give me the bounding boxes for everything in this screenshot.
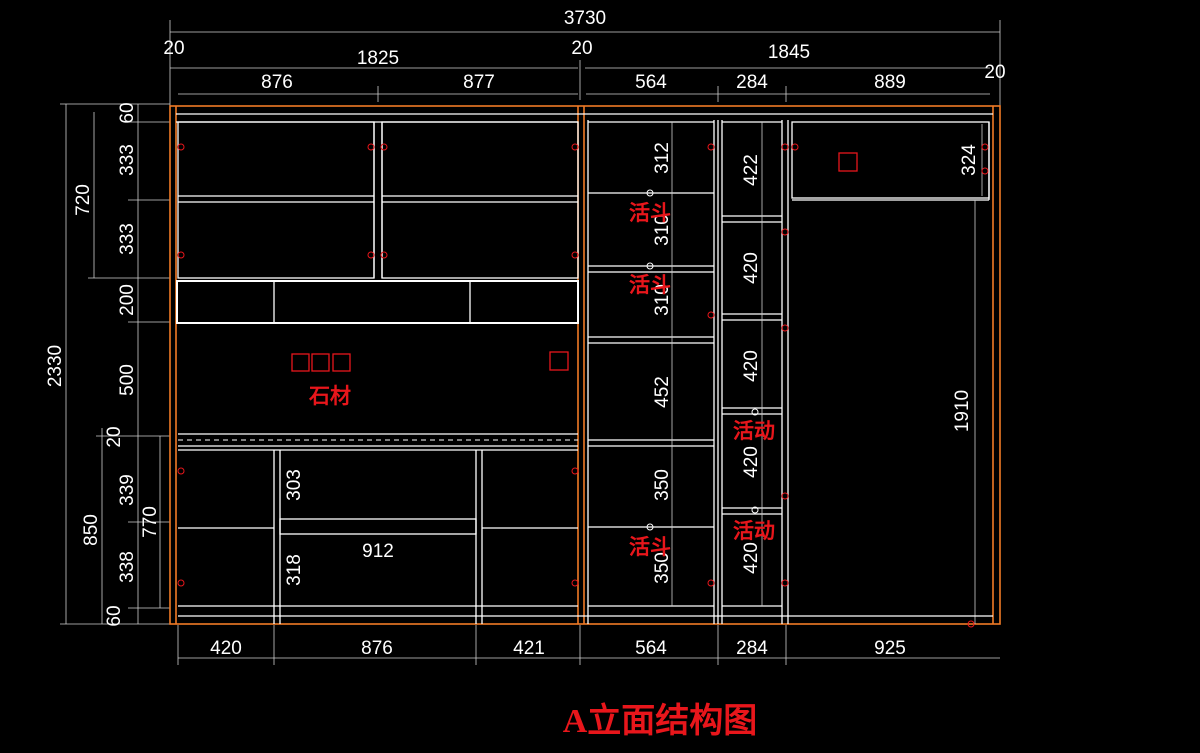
shelf-pin-markers (646, 189, 759, 531)
dim-upper-row-2: 333 (117, 144, 138, 176)
dim-col4-4: 452 (652, 376, 673, 408)
dim-top-width-2: 877 (463, 72, 495, 93)
dim-bottom-width-4: 564 (635, 638, 667, 659)
dim-bottom-width-1: 420 (210, 638, 242, 659)
stone-panel (291, 351, 569, 372)
dim-top-width-4: 284 (736, 72, 768, 93)
left-lower-cabinets (178, 433, 578, 624)
dim-right-top-height: 324 (959, 144, 980, 176)
dim-overall-height: 2330 (45, 345, 66, 387)
dim-lower-cabinet: 770 (140, 506, 161, 538)
cabinet-frame (169, 105, 1001, 625)
dim-col5-4: 420 (741, 446, 762, 478)
bottom-dimension-lines (177, 625, 1000, 665)
drawer-band (176, 280, 579, 324)
dim-top-width-1: 876 (261, 72, 293, 93)
dim-bottom-width-5: 284 (736, 638, 768, 659)
dim-left-section: 1825 (357, 48, 399, 69)
dim-niche-height-1: 303 (284, 469, 305, 501)
dim-upper-row-3: 333 (117, 223, 138, 255)
dim-col4-5: 350 (652, 469, 673, 501)
dim-bottom-width-6: 925 (874, 638, 906, 659)
label-adjustable-shelf-2: 活斗 (629, 272, 671, 297)
narrow-open-shelves (717, 120, 789, 624)
dim-col4-1: 312 (652, 142, 673, 174)
label-adjustable-shelf-1: 活斗 (629, 200, 671, 225)
label-adjustable-shelf-5: 活动 (733, 518, 775, 543)
dim-col4-3: 310 (652, 284, 673, 316)
dim-upper-row-1: 60 (117, 102, 138, 123)
dim-overall-width: 3730 (564, 8, 606, 29)
dim-col5-2: 420 (741, 252, 762, 284)
dim-upper-row-4: 200 (117, 284, 138, 316)
dim-left-end-gap: 20 (163, 38, 184, 59)
dim-lower-row-1: 20 (104, 426, 125, 447)
middle-open-shelves (587, 120, 715, 624)
left-dimension-lines (60, 103, 170, 625)
dim-lower-row-2: 339 (117, 474, 138, 506)
dim-col4-6: 350 (652, 552, 673, 584)
dim-col5-5: 420 (741, 542, 762, 574)
dim-niche-width: 912 (362, 541, 394, 562)
dim-niche-height-2: 318 (284, 554, 305, 586)
dim-upper-total: 720 (73, 184, 94, 216)
dim-lower-row-3: 338 (117, 551, 138, 583)
label-adjustable-shelf-4: 活动 (733, 418, 775, 443)
dim-right-section: 1845 (768, 42, 810, 63)
dim-col4-2: 310 (652, 214, 673, 246)
drawing-title: A立面结构图 (563, 702, 758, 740)
dim-top-width-3: 564 (635, 72, 667, 93)
dim-col5-1: 422 (741, 154, 762, 186)
dim-right-door-height: 1910 (952, 390, 973, 432)
dim-bottom-width-3: 421 (513, 638, 545, 659)
dim-middle-gap: 20 (571, 38, 592, 59)
left-upper-cabinets (177, 121, 579, 279)
right-tall-cabinet (178, 121, 993, 624)
label-adjustable-shelf-3: 活斗 (629, 534, 671, 559)
dim-lower-total: 850 (81, 514, 102, 546)
top-dimension-lines (169, 20, 1001, 110)
dim-bottom-width-2: 876 (361, 638, 393, 659)
dim-upper-row-5: 500 (117, 364, 138, 396)
dim-right-end-gap: 20 (984, 62, 1005, 83)
dim-col5-3: 420 (741, 350, 762, 382)
dim-lower-row-4: 60 (104, 605, 125, 626)
hinge-markers (177, 143, 989, 628)
label-stone: 石材 (308, 383, 351, 408)
dim-top-width-5: 889 (874, 72, 906, 93)
